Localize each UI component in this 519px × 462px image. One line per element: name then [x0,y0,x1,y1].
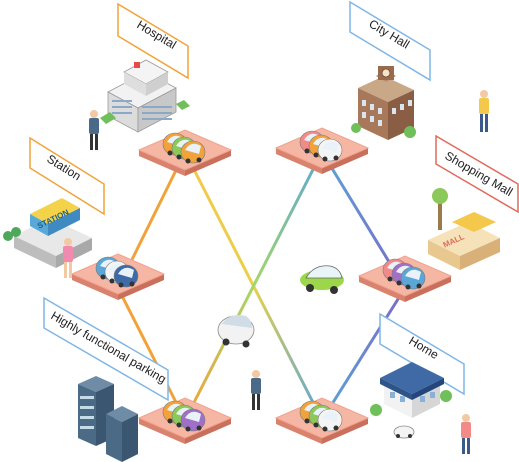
parked-car [180,140,206,164]
home-building [370,362,452,439]
pad-parking [137,397,233,444]
parking-pads [70,127,453,444]
moving-car-white [217,315,255,348]
label-shopping-mall: Shopping Mall [435,134,519,214]
person-city-hall [479,90,489,132]
person-station [63,238,73,278]
parked-car [400,266,426,290]
shopping-mall-building: MALL [428,188,500,270]
pad-home [274,397,370,444]
parked-car [317,138,343,162]
pad-hospital [137,129,233,176]
parked-car [317,408,343,432]
hospital-building [100,59,190,133]
city-hall-building [351,66,416,140]
line-cityhall-parking [183,150,324,422]
line-mall-home [320,286,407,422]
pad-station [70,253,166,300]
moving-car-green [300,265,344,294]
person-center [251,370,261,410]
pad-city-hall [274,127,370,174]
station-building: STATION [3,198,92,268]
person-home [461,414,471,454]
network-lines [116,150,407,422]
line-station-parking [116,286,187,422]
label-parking-text: Highly functional parking [48,308,168,386]
parked-car [180,408,206,432]
parking-tower-building [78,376,138,462]
pad-shopping-mall [357,255,453,302]
person-hospital [89,110,99,150]
parked-car [113,264,139,288]
